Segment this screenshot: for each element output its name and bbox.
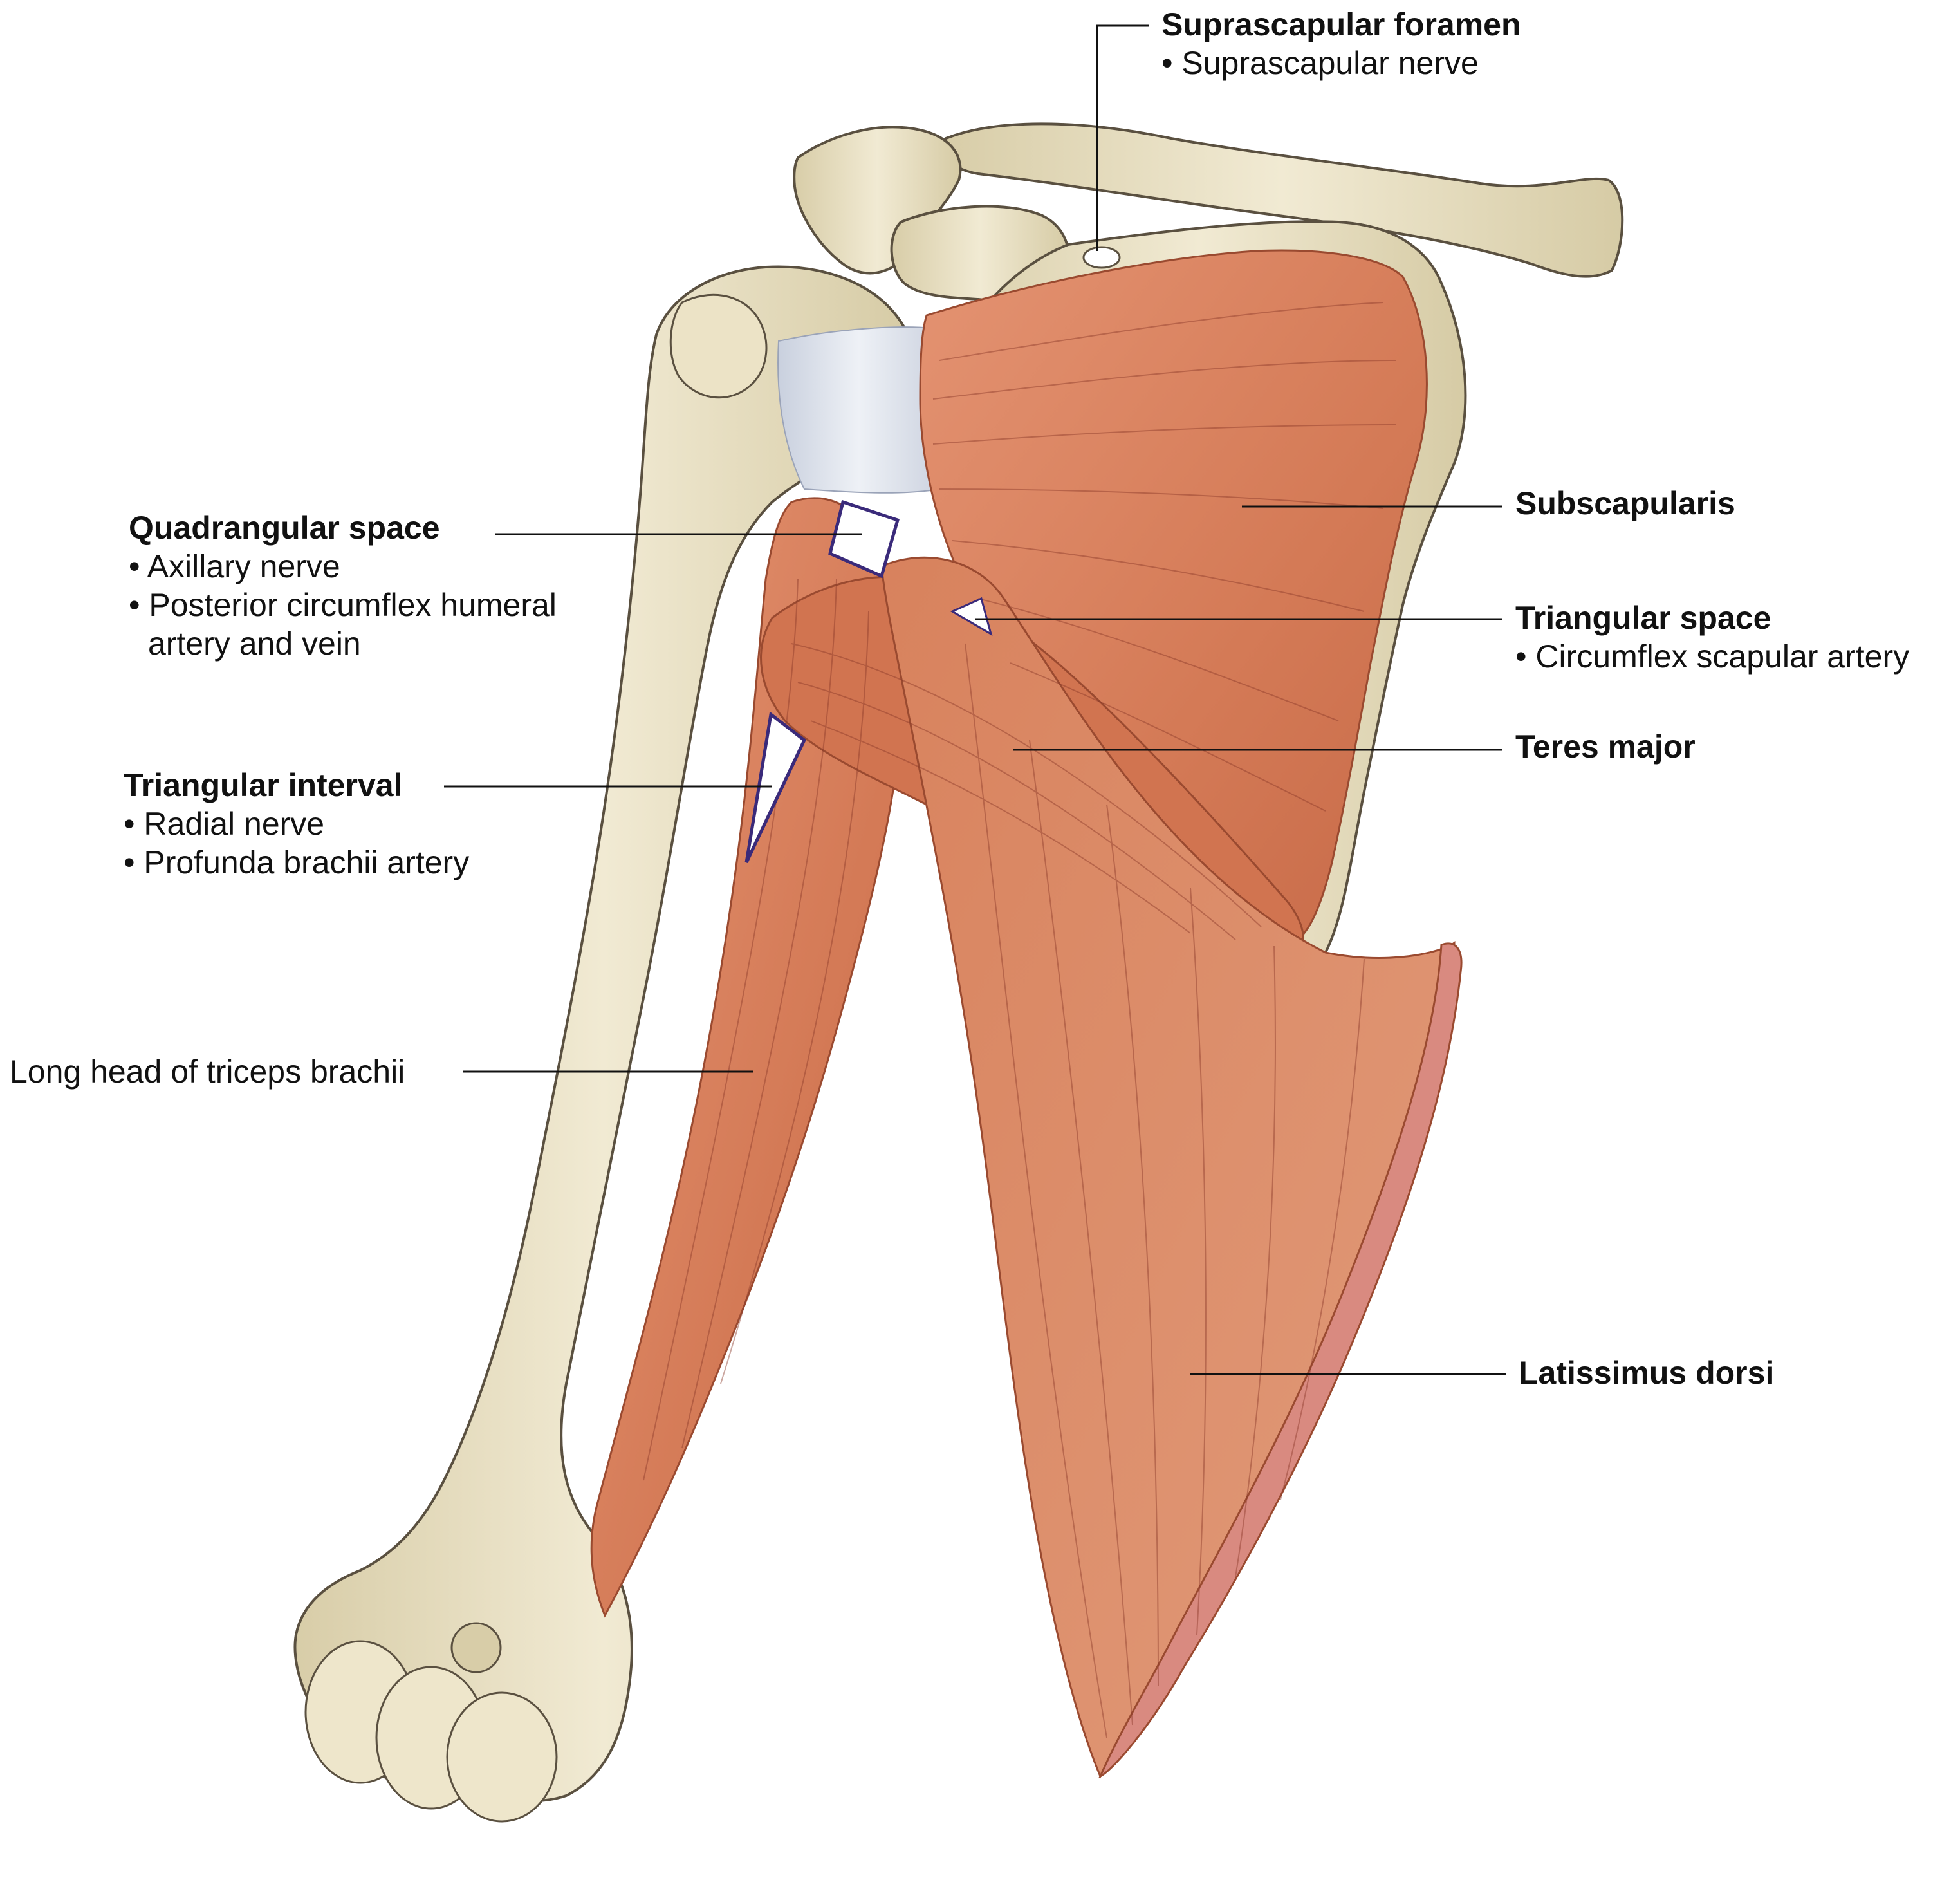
label-item: • Suprascapular nerve — [1161, 45, 1479, 81]
quadrangular-space-opening — [828, 499, 900, 579]
label-item: • Circumflex scapular artery — [1515, 638, 1910, 675]
label-title: Quadrangular space — [129, 510, 440, 546]
muscle-fibers — [643, 302, 1397, 1738]
label-title: Long head of triceps brachii — [10, 1054, 405, 1090]
label-item: • Radial nerve — [124, 806, 325, 842]
subscapularis-tendon — [777, 326, 941, 494]
humerus-condyle-3 — [446, 1691, 558, 1823]
leader-lines — [444, 24, 1506, 1375]
label-item: • Posterior circumflex humeral — [129, 587, 557, 623]
label-item: • Profunda brachii artery — [124, 844, 470, 880]
olecranon-fossa — [450, 1622, 502, 1673]
triangular-interval-opening — [744, 711, 807, 864]
label-title: Triangular interval — [124, 767, 403, 803]
label-title: Triangular space — [1515, 600, 1771, 636]
label-subscapularis: Subscapularis — [1515, 484, 1735, 523]
humeral-head-detail — [669, 293, 768, 399]
label-teres-major: Teres major — [1515, 727, 1696, 766]
label-title: Latissimus dorsi — [1519, 1355, 1775, 1391]
label-item: • Axillary nerve — [129, 548, 340, 584]
label-suprascapular-foramen: Suprascapular foramen • Suprascapular ne… — [1161, 5, 1521, 82]
label-item: artery and vein — [148, 626, 361, 662]
label-title: Suprascapular foramen — [1161, 6, 1521, 42]
label-quadrangular-space: Quadrangular space • Axillary nerve • Po… — [129, 508, 557, 663]
label-title: Subscapularis — [1515, 485, 1735, 521]
label-triangular-space: Triangular space • Circumflex scapular a… — [1515, 599, 1909, 676]
clavicle-bone — [941, 122, 1624, 278]
latissimus-cut-edge — [1098, 942, 1463, 1779]
label-title: Teres major — [1515, 729, 1696, 765]
label-latissimus-dorsi: Latissimus dorsi — [1519, 1354, 1774, 1392]
leader-suprascapular-foramen — [1096, 24, 1149, 251]
suprascapular-foramen-opening — [1082, 246, 1121, 269]
label-long-head-triceps: Long head of triceps brachii — [10, 1052, 405, 1091]
label-triangular-interval: Triangular interval • Radial nerve • Pro… — [124, 766, 469, 882]
triangular-space-opening — [950, 597, 993, 637]
